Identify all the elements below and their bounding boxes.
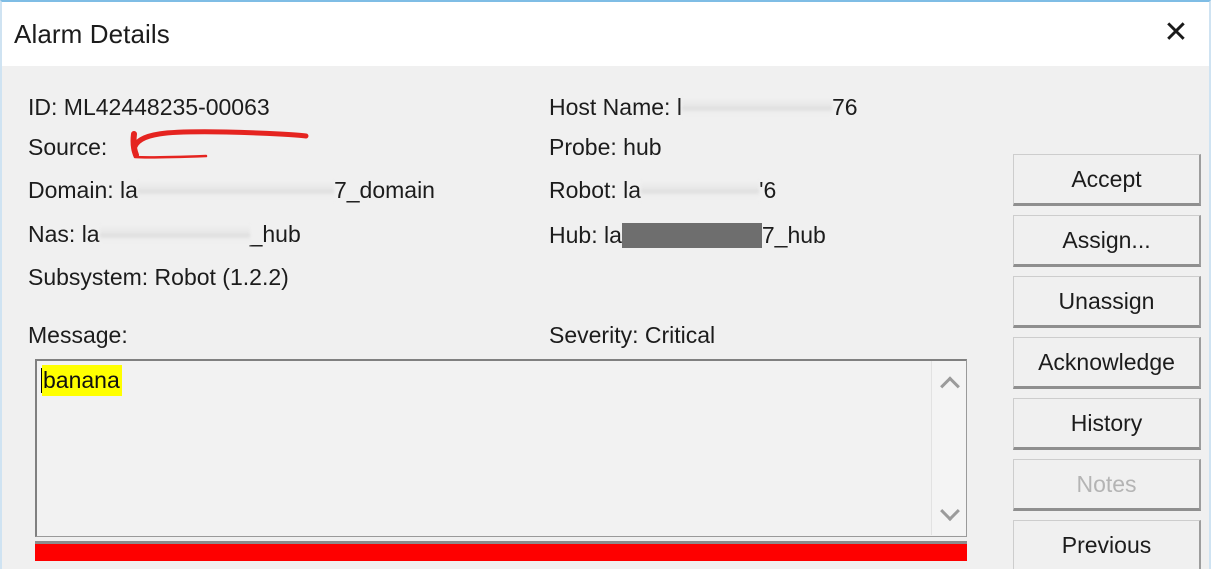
field-nas: Nas: la _hub: [28, 223, 301, 246]
field-robot: Robot: la '6: [549, 179, 776, 202]
field-probe: Probe: hub: [549, 136, 662, 159]
field-robot-value: la: [623, 177, 642, 203]
message-text-area[interactable]: banana: [37, 361, 932, 535]
assign-button[interactable]: Assign...: [1013, 215, 1201, 267]
notes-button: Notes: [1013, 459, 1201, 511]
field-source: Source:: [28, 136, 304, 159]
close-icon[interactable]: ✕: [1143, 2, 1209, 64]
field-domain: Domain: la 7_domain: [28, 179, 435, 202]
field-nas-suffix: _hub: [249, 221, 301, 247]
message-label: Message:: [28, 322, 128, 348]
message-textbox[interactable]: banana: [35, 359, 967, 537]
close-glyph: ✕: [1163, 15, 1189, 50]
field-hub-label: Hub:: [549, 222, 598, 248]
field-robot-suffix: '6: [759, 177, 777, 203]
field-host-name-redaction: [681, 97, 832, 119]
dialog-body: ID: ML42448235-00063 Source: Domain: la 7…: [2, 66, 1209, 569]
field-nas-label: Nas:: [28, 221, 76, 247]
field-id-value: ML42448235-00063: [63, 94, 270, 120]
field-subsystem-value: Robot (1.2.2): [154, 264, 289, 290]
field-probe-value: hub: [623, 134, 662, 160]
field-subsystem-label: Subsystem:: [28, 264, 149, 290]
field-hub-suffix: 7_hub: [761, 222, 826, 248]
field-nas-value: la: [81, 221, 100, 247]
field-probe-label: Probe:: [549, 134, 617, 160]
message-value: banana: [42, 365, 122, 396]
chevron-down-icon[interactable]: [932, 497, 967, 531]
field-hub: Hub: la 7_hub: [549, 223, 826, 248]
field-subsystem: Subsystem: Robot (1.2.2): [28, 266, 289, 289]
field-hub-redaction: [621, 223, 762, 248]
field-nas-redaction: [99, 224, 250, 246]
window-title: Alarm Details: [14, 19, 170, 49]
action-button-column: Accept Assign... Unassign Acknowledge Hi…: [1013, 154, 1201, 569]
field-id-label: ID:: [28, 94, 58, 120]
field-domain-redaction: [137, 180, 334, 202]
history-button[interactable]: History: [1013, 398, 1201, 450]
field-domain-suffix: 7_domain: [333, 177, 435, 203]
field-robot-redaction: [641, 180, 760, 202]
field-source-label: Source:: [28, 134, 108, 160]
previous-button[interactable]: Previous: [1013, 520, 1201, 569]
field-robot-label: Robot:: [549, 177, 617, 203]
field-domain-label: Domain:: [28, 177, 114, 203]
field-host-name-value: l: [676, 94, 682, 120]
chevron-up-icon[interactable]: [932, 365, 967, 399]
title-bar: Alarm Details ✕: [2, 2, 1209, 66]
unassign-button[interactable]: Unassign: [1013, 276, 1201, 328]
severity-color-bar: [35, 541, 967, 561]
accept-button[interactable]: Accept: [1013, 154, 1201, 206]
field-host-name: Host Name: l 76: [549, 96, 858, 119]
acknowledge-button[interactable]: Acknowledge: [1013, 337, 1201, 389]
field-domain-value: la: [120, 177, 138, 203]
chevron-up-glyph: [939, 376, 960, 397]
severity-label: Severity: Critical: [549, 322, 716, 348]
field-host-name-suffix: 76: [831, 94, 858, 120]
field-host-name-label: Host Name:: [549, 94, 671, 120]
field-id: ID: ML42448235-00063: [28, 96, 270, 119]
message-scrollbar[interactable]: [931, 361, 966, 535]
field-hub-value: la: [603, 222, 622, 248]
chevron-down-glyph: [939, 501, 960, 522]
